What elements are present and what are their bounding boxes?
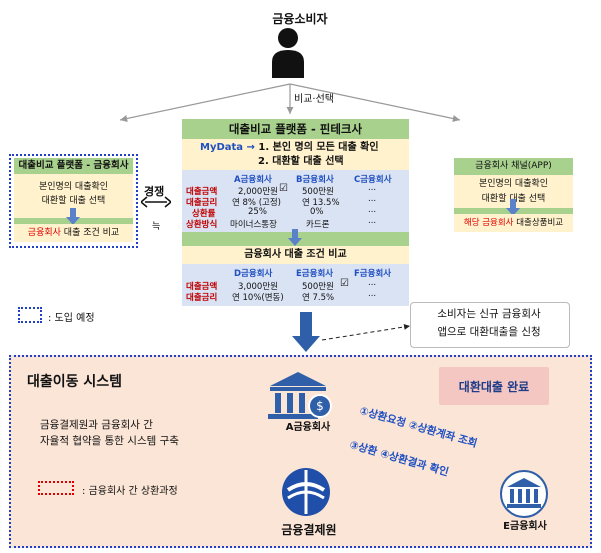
table1-row-label: 대출금액 xyxy=(186,187,218,197)
table2-cell: 500만원 xyxy=(302,282,334,292)
left-panel-line-1: 본인명의 대출확인 xyxy=(38,182,109,192)
table1-row-label: 상환방식 xyxy=(186,220,218,230)
bank-e-icon xyxy=(500,470,548,518)
competition-label: 경쟁 xyxy=(144,185,165,198)
right-panel-title: 금융회사 채널(APP) xyxy=(454,158,573,175)
table2-cell: 연 10%(변동) xyxy=(232,293,284,303)
loan-table-1: A금융회사 B금융회사 C금융회사 대출금액 대출금리 상환률 상환방식 2,0… xyxy=(182,170,409,232)
table2-row-label: 대출금액 xyxy=(186,282,218,292)
legend-red-swatch xyxy=(38,481,74,495)
center-down-arrow-icon xyxy=(288,229,302,246)
callout-line-2: 앱으로 대환대출을 신청 xyxy=(437,326,541,338)
table1-col-a: A금융회사 xyxy=(234,175,272,185)
callout-dashed-arrow xyxy=(321,323,411,341)
left-footer-red: 금융회사 xyxy=(27,228,61,238)
mydata-step-2: 2. 대환할 대출 선택 xyxy=(258,156,344,167)
left-down-arrow-icon xyxy=(66,208,80,225)
table2-cell: ... xyxy=(368,278,377,288)
table1-cell: 마이너스통장 xyxy=(230,220,277,230)
completion-label: 대환대출 완료 xyxy=(458,380,530,394)
mydata-block: MyData → 1. 본인 명의 모든 대출 확인 2. 대환할 대출 선택 xyxy=(182,139,409,170)
right-panel-footer: 해당 금융회사 대출상품비교 xyxy=(454,214,573,232)
table2-row-label: 대출금리 xyxy=(186,293,218,303)
left-panel-footer: 금융회사 대출 조건 비교 xyxy=(14,224,133,242)
completion-badge xyxy=(439,367,549,405)
right-panel-line-1: 본인명의 대출확인 xyxy=(478,179,549,189)
table1-cell: 연 13.5% xyxy=(302,198,340,208)
bank-e-label: E금융회사 xyxy=(503,521,547,532)
right-footer-rest: 대출상품비교 xyxy=(513,218,564,228)
left-panel-line-2: 대환할 대출 선택 xyxy=(41,196,106,206)
table2-cell: 연 7.5% xyxy=(302,293,335,303)
table2-col-e: E금융회사 xyxy=(296,269,334,279)
kftc-label: 금융결제원 xyxy=(281,523,337,537)
table1-row-label: 대출금리 xyxy=(186,198,218,208)
arrow-to-left-panel xyxy=(119,83,291,123)
table1-cell: ... xyxy=(368,216,377,226)
center-panel-title: 대출비교 플랫폼 - 핀테크사 xyxy=(182,119,409,139)
kftc-logo-icon xyxy=(282,468,330,516)
left-panel-title: 대출비교 플랫폼 - 금융회사 xyxy=(14,158,133,174)
mydata-prefix: MyData → xyxy=(200,142,259,153)
table1-col-b: B금융회사 xyxy=(296,175,334,185)
table1-cell: 25% xyxy=(248,207,267,217)
table1-cell: ... xyxy=(368,194,377,204)
left-footer-rest: 대출 조건 비교 xyxy=(60,228,120,238)
consumer-label: 금융소비자 xyxy=(272,12,328,26)
person-icon xyxy=(272,28,304,78)
callout-text: 소비자는 신규 금융회사 앱으로 대환대출을 신청 xyxy=(410,305,568,341)
table2-col-f: F금융회사 xyxy=(354,269,392,279)
compare-select-label: 비교·선택 xyxy=(294,94,334,105)
table1-cell: ... xyxy=(368,183,377,193)
system-title: 대출이동 시스템 xyxy=(27,374,123,390)
table1-row-label: 상환률 xyxy=(192,209,216,219)
callout-line-1: 소비자는 신규 금융회사 xyxy=(437,308,541,320)
table1-cell: 2,000만원 xyxy=(238,187,278,197)
callout-box xyxy=(410,302,570,348)
table2-col-d: D금융회사 xyxy=(234,269,273,279)
table2-cell: ... xyxy=(368,289,377,299)
table1-cell: 연 8% (고정) xyxy=(232,198,281,208)
table1-cell: ... xyxy=(368,205,377,215)
bank-a-icon: $ xyxy=(268,372,332,419)
table2-cell: 3,000만원 xyxy=(238,282,278,292)
table1-cell: 0% xyxy=(310,207,324,217)
bank-a-label: A금융회사 xyxy=(285,422,331,433)
right-footer-red: 해당 금융회사 xyxy=(463,218,514,228)
system-desc-line-2: 자율적 협약을 통한 시스템 구축 xyxy=(40,435,179,447)
system-desc-line-1: 금융결제원과 금융회사 간 xyxy=(40,419,153,431)
legend-red-label: : 금융회사 간 상환과정 xyxy=(82,486,178,497)
table1-col-c: C금융회사 xyxy=(354,175,392,185)
competition-double-arrow-icon xyxy=(141,196,171,208)
system-description: 금융결제원과 금융회사 간 자율적 협약을 통한 시스템 구축 xyxy=(40,417,179,449)
right-down-arrow-icon xyxy=(506,199,520,216)
legend-dotted-swatch xyxy=(18,307,42,323)
apply-down-arrow xyxy=(292,312,320,352)
competition-sub: 늑 xyxy=(152,222,161,232)
center-panel-subtitle: 금융회사 대출 조건 비교 xyxy=(182,246,409,264)
svg-text:$: $ xyxy=(316,399,324,413)
table1-cell: 카드론 xyxy=(306,220,330,230)
mydata-line-1: MyData → 1. 본인 명의 모든 대출 확인 xyxy=(200,141,379,155)
table1-cell: 500만원 xyxy=(302,187,334,197)
arrow-to-right-panel xyxy=(289,83,461,123)
table2-checkbox-icon: ☑ xyxy=(340,278,349,289)
table1-checkbox-icon: ☑ xyxy=(279,183,288,194)
loan-table-2: D금융회사 E금융회사 F금융회사 대출금액 대출금리 3,000만원 500만… xyxy=(182,264,409,306)
legend-dotted-label: : 도입 예정 xyxy=(48,313,95,324)
mydata-step-1: 1. 본인 명의 모든 대출 확인 xyxy=(258,142,379,153)
